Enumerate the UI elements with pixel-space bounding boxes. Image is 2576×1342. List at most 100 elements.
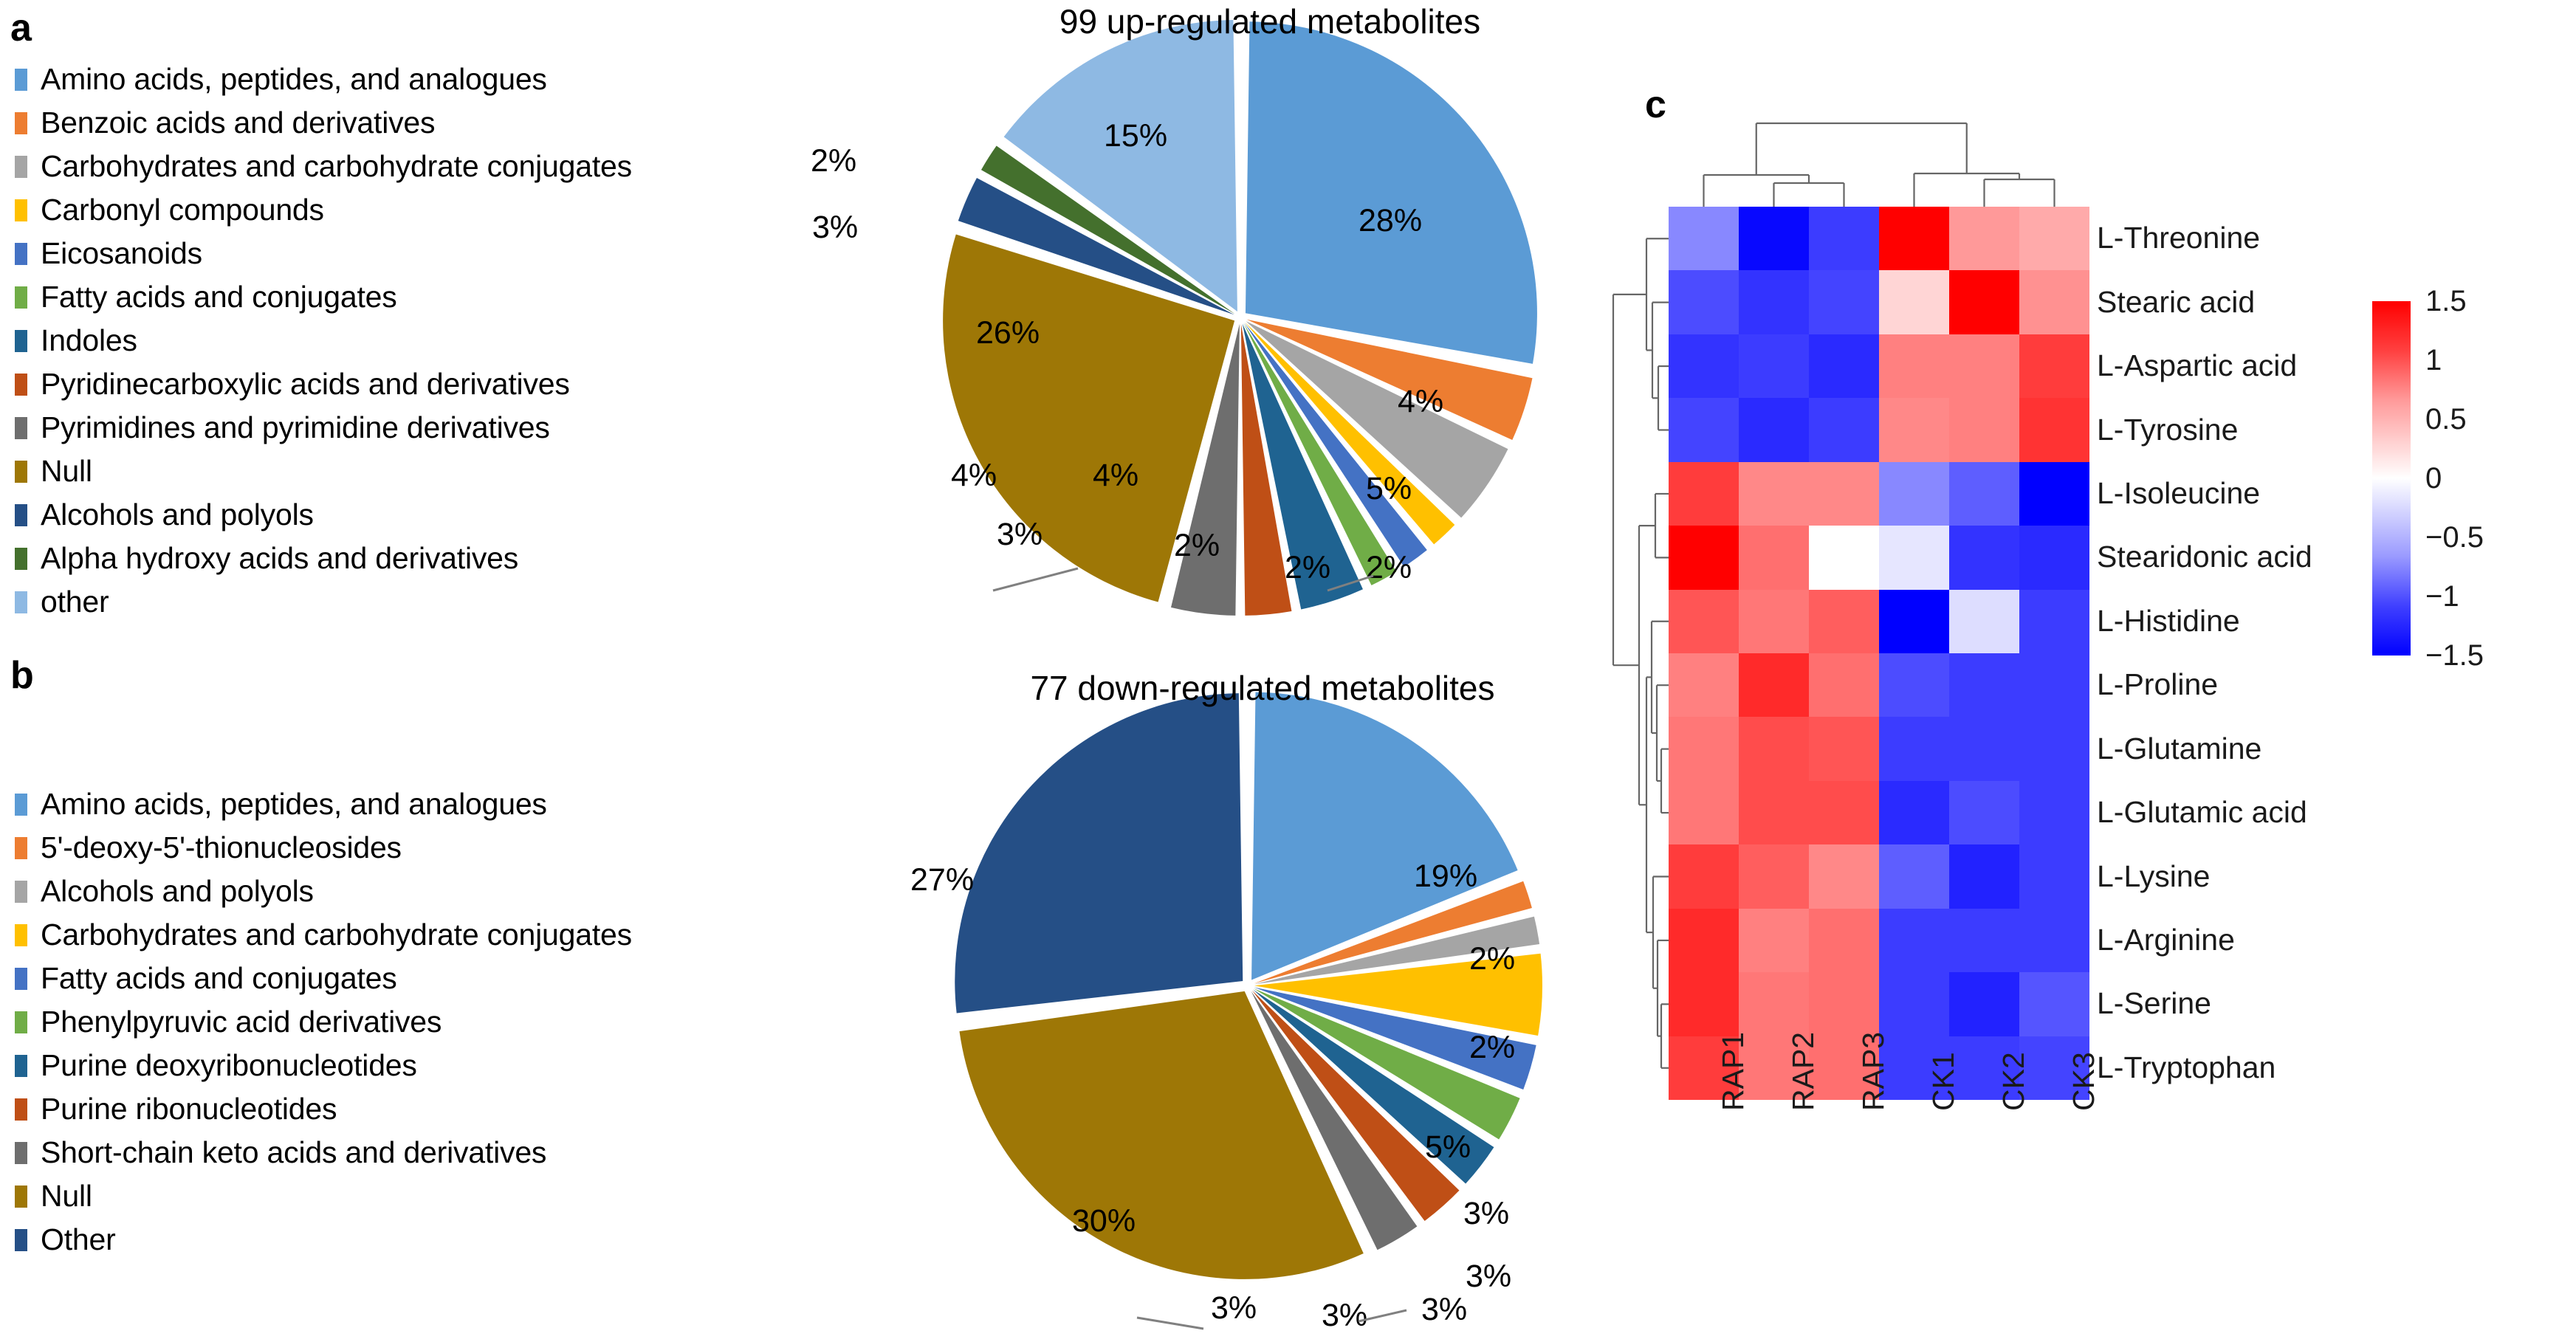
pie-a-slice-percent: 4% <box>1093 458 1139 493</box>
legend-color-swatch <box>15 1228 27 1251</box>
pie-b-slice-percent: 30% <box>1072 1203 1136 1239</box>
heatmap-cell <box>1809 589 1879 653</box>
heatmap-cell <box>1879 398 1949 462</box>
legend-item-label: Null <box>41 1179 92 1213</box>
heatmap-cell <box>1739 844 1809 909</box>
heatmap-cell <box>1809 461 1879 526</box>
pie-a-slice-percent: 3% <box>997 517 1043 552</box>
heatmap-cell <box>1879 844 1949 909</box>
heatmap-cell <box>1949 270 2019 334</box>
heatmap-column-label: CK3 <box>2066 1052 2101 1111</box>
pie-slice <box>1251 990 1460 1222</box>
legend-item-label: Alpha hydroxy acids and derivatives <box>41 541 519 575</box>
pie-a-slice-percent: 2% <box>1174 528 1220 563</box>
pie-slice <box>955 693 1243 1014</box>
heatmap-cell <box>2019 844 2089 909</box>
pie-slice <box>1245 21 1537 364</box>
heatmap-cell <box>1949 844 2019 909</box>
legend-color-swatch <box>15 242 27 265</box>
pie-b-slice-percent: 27% <box>910 862 975 898</box>
pie-b-slice-percent: 3% <box>1322 1298 1368 1333</box>
legend-color-swatch <box>15 547 27 570</box>
legend-up-item: Benzoic acids and derivatives <box>15 101 632 145</box>
heatmap-cell <box>1879 1036 1949 1100</box>
legend-item-label: Short-chain keto acids and derivatives <box>41 1135 547 1169</box>
heatmap-cell <box>1669 653 1739 718</box>
row-dendrogram <box>1612 238 1669 1069</box>
pie-slice <box>1254 988 1520 1140</box>
heatmap-cell <box>1669 334 1739 399</box>
pie-slice <box>1253 989 1494 1184</box>
legend-item-label: Indoles <box>41 323 137 357</box>
pie-a-slice-percent: 3% <box>812 210 859 245</box>
pie-slice <box>1003 20 1237 312</box>
heatmap-cell <box>2019 207 2089 271</box>
heatmap-cell <box>1809 908 1879 973</box>
legend-item-label: Phenylpyruvic acid derivatives <box>41 1005 442 1039</box>
pie-slice <box>1244 323 1427 567</box>
legend-up-item: Carbohydrates and carbohydrate conjugate… <box>15 145 632 188</box>
heatmap-cell <box>1879 207 1949 271</box>
heatmap-cell <box>1739 717 1809 781</box>
heatmap-cell <box>1669 461 1739 526</box>
heatmap-cell <box>1669 844 1739 909</box>
pie-slice <box>1254 881 1532 984</box>
heatmap-cell <box>1669 398 1739 462</box>
legend-up-item: Carbonyl compounds <box>15 188 632 232</box>
legend-color-swatch <box>15 1185 27 1208</box>
heatmap-cell <box>1669 1036 1739 1100</box>
heatmap-cell <box>1809 780 1879 845</box>
heatmap-cell <box>1879 972 1949 1036</box>
pie-a-slice-percent: 26% <box>976 315 1040 351</box>
heatmap-cell <box>1949 589 2019 653</box>
pie-slice <box>943 234 1235 602</box>
heatmap-cell <box>1809 972 1879 1036</box>
legend-item-label: Carbohydrates and carbohydrate conjugate… <box>41 918 632 952</box>
heatmap-row-label: L-Tyrosine <box>2097 412 2239 447</box>
legend-item-label: Amino acids, peptides, and analogues <box>41 62 547 96</box>
heatmap-row-label: L-Tryptophan <box>2097 1050 2276 1084</box>
legend-color-swatch <box>15 1141 27 1164</box>
heatmap-grid <box>1669 207 2089 1100</box>
heatmap-cell <box>2019 334 2089 399</box>
legend-color-swatch <box>15 329 27 352</box>
pie-chart-down-regulated: 77 down-regulated metabolites <box>901 668 1639 1336</box>
pie-slice <box>958 177 1234 315</box>
heatmap-cell <box>1739 334 1809 399</box>
heatmap-cell <box>1809 1036 1879 1100</box>
legend-item-label: Alcohols and polyols <box>41 874 314 908</box>
heatmap-column-label: CK1 <box>1926 1052 1960 1111</box>
legend-item-label: Pyrimidines and pyrimidine derivatives <box>41 410 550 444</box>
legend-up-item: Alpha hydroxy acids and derivatives <box>15 537 632 580</box>
legend-color-swatch <box>15 155 27 178</box>
heatmap-cell <box>2019 1036 2089 1100</box>
heatmap-cell <box>1739 653 1809 718</box>
heatmap-cell <box>1739 780 1809 845</box>
heatmap-cell <box>1739 526 1809 590</box>
heatmap-column-label: RAP1 <box>1715 1031 1750 1111</box>
legend-color-swatch <box>15 199 27 221</box>
heatmap-cell <box>1669 972 1739 1036</box>
heatmap-cell <box>1879 334 1949 399</box>
legend-color-swatch <box>15 68 27 91</box>
pie-chart-up-regulated: 99 up-regulated metabolites <box>901 0 1639 664</box>
legend-item-label: Carbohydrates and carbohydrate conjugate… <box>41 149 632 183</box>
pie-slice <box>1243 323 1397 585</box>
pie-slice <box>1254 916 1540 985</box>
heatmap-cell <box>1879 526 1949 590</box>
heatmap-cell <box>2019 589 2089 653</box>
heatmap-row-label: L-Aspartic acid <box>2097 348 2298 383</box>
pie-b-svg <box>955 692 1542 1279</box>
heatmap-cell <box>1739 972 1809 1036</box>
heatmap-row-label: L-Histidine <box>2097 603 2240 638</box>
pie-b-slice-percent: 5% <box>1425 1129 1471 1165</box>
legend-up-item: Indoles <box>15 319 632 362</box>
legend-down-item: Amino acids, peptides, and analogues <box>15 782 632 826</box>
legend-item-label: Null <box>41 454 92 488</box>
colorbar <box>2372 301 2411 655</box>
heatmap-cell <box>2019 717 2089 781</box>
heatmap-row-label: L-Glutamic acid <box>2097 795 2307 830</box>
pie-slice <box>1246 319 1533 440</box>
heatmap-cell <box>1949 908 2019 973</box>
